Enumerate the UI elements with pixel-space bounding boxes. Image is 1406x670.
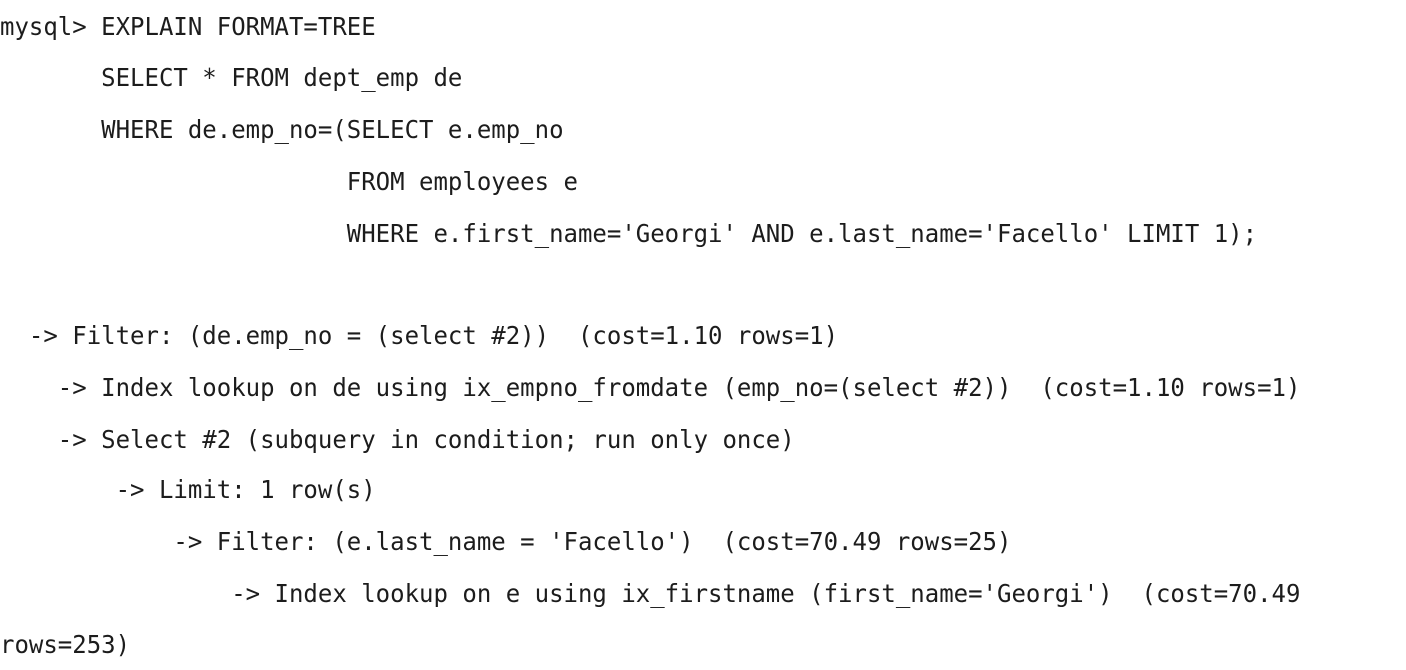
plan-line-2: -> Index lookup on de using ix_empno_fro… (0, 373, 1301, 402)
plan-line-6: -> Index lookup on e using ix_firstname … (0, 579, 1301, 608)
plan-line-3: -> Select #2 (subquery in condition; run… (0, 425, 795, 454)
plan-line-1: -> Filter: (de.emp_no = (select #2)) (co… (0, 321, 839, 350)
query-line-2: SELECT * FROM dept_emp de (0, 63, 463, 92)
query-line-1: mysql> EXPLAIN FORMAT=TREE (0, 12, 376, 41)
query-line-3: WHERE de.emp_no=(SELECT e.emp_no (0, 115, 564, 144)
plan-line-6-wrap: rows=253) (0, 630, 131, 659)
plan-line-4: -> Limit: 1 row(s) (0, 475, 376, 504)
query-line-5: WHERE e.first_name='Georgi' AND e.last_n… (0, 219, 1258, 248)
plan-line-5: -> Filter: (e.last_name = 'Facello') (co… (0, 527, 1012, 556)
query-line-4: FROM employees e (0, 167, 578, 196)
